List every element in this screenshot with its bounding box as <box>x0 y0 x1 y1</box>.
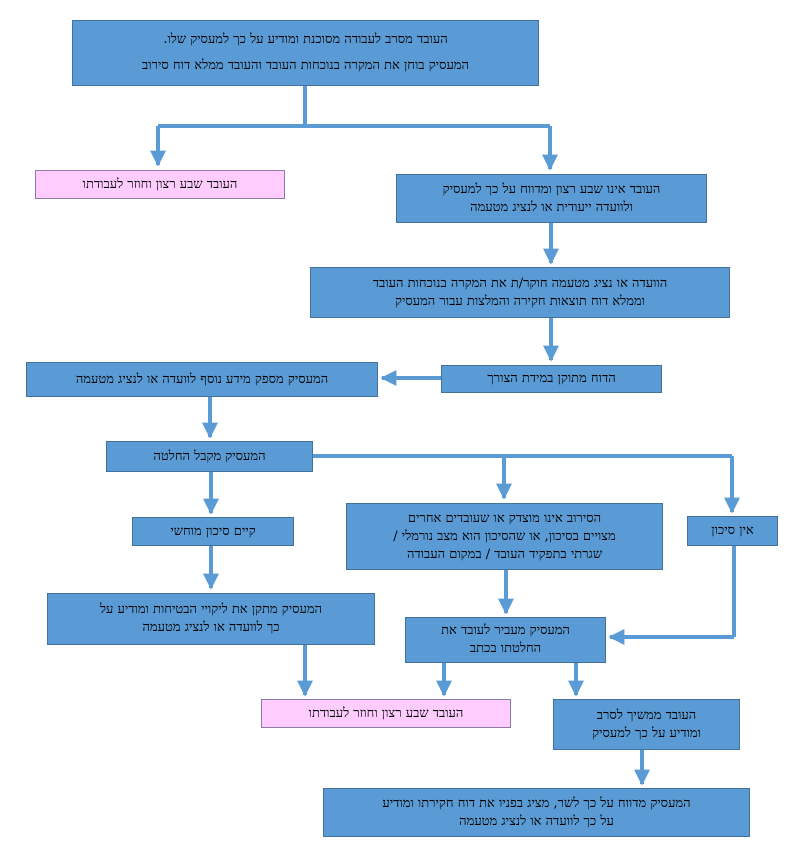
node-no-risk: אין סיכון <box>687 516 778 546</box>
node-start-line2: המעסיק בוחן את המקרה בנוכחות העובד והעוב… <box>142 58 469 73</box>
node-committee-investigates: הוועדה או נציג מטעמה חוקר/ת את המקרה בנו… <box>310 267 730 318</box>
node-refusal-unjustified-line1: הסירוב אינו מוצדק או שעובדים אחרים <box>407 510 602 526</box>
node-refusal-unjustified-line2: מצויים בסיכון, או שהסיכון הוא מצב נורמלי… <box>393 528 616 544</box>
node-real-risk: קיים סיכון מוחשי <box>132 517 294 546</box>
node-employer-notifies: המעסיק מעביר לעובד את החלטתו בכתב <box>405 617 606 663</box>
node-employer-info: המעסיק מספק מידע נוסף לוועדה או לנציג מט… <box>26 362 378 397</box>
node-employer-notifies-line1: המעסיק מעביר לעובד את <box>441 623 570 638</box>
node-employer-decides-line1: המעסיק מקבל החלטה <box>153 448 266 464</box>
node-keeps-refusing-line1: העובד ממשיך לסרב <box>596 707 697 723</box>
node-minister-line1: המעסיק מדווח על כך לשר, מציג בפניו את דו… <box>382 795 691 811</box>
node-start-line1: העובד מסרב לעבודה מסוכנת ומודיע על כך למ… <box>163 32 448 47</box>
node-not-satisfied-line1: העובד אינו שבע רצון ומדווח על כך למעסיק <box>442 181 661 197</box>
node-committee-investigates-line1: הוועדה או נציג מטעמה חוקר/ת את המקרה בנו… <box>372 275 668 291</box>
node-satisfied-top: העובד שבע רצון וחוזר לעבודתו <box>35 170 285 199</box>
node-keeps-refusing: העובד ממשיך לסרב ומודיע על כך למעסיק <box>553 699 740 750</box>
node-minister-line2: על כך לוועדה או לנציג מטעמה <box>459 813 614 829</box>
node-satisfied-top-line1: העובד שבע רצון וחוזר לעבודתו <box>82 176 238 192</box>
node-committee-investigates-line2: וממלא דוח תוצאות חקירה והמלצות עבור המעס… <box>394 293 646 309</box>
node-satisfied-bottom-line1: העובד שבע רצון וחוזר לעבודתו <box>308 705 464 721</box>
node-real-risk-line1: קיים סיכון מוחשי <box>170 523 256 539</box>
node-refusal-unjustified: הסירוב אינו מוצדק או שעובדים אחרים מצויי… <box>346 503 663 570</box>
node-report-corrected-line1: הדוח מתוקן במידת הצורך <box>487 371 616 386</box>
node-not-satisfied: העובד אינו שבע רצון ומדווח על כך למעסיק … <box>396 174 707 223</box>
node-minister: המעסיק מדווח על כך לשר, מציג בפניו את דו… <box>323 788 750 837</box>
node-employer-fixes-line1: המעסיק מתקן את ליקויי הבטיחות ומודיע על <box>99 602 323 617</box>
node-employer-info-line1: המעסיק מספק מידע נוסף לוועדה או לנציג מט… <box>75 371 329 387</box>
node-not-satisfied-line2: ולוועדה ייעודית או לנציג מטעמה <box>470 199 633 215</box>
node-employer-fixes: המעסיק מתקן את ליקויי הבטיחות ומודיע על … <box>47 593 375 645</box>
node-refusal-unjustified-line3: שגרתי בתפקיד העובד / במקום העבודה <box>406 546 603 562</box>
node-employer-decides: המעסיק מקבל החלטה <box>106 441 313 472</box>
node-satisfied-bottom: העובד שבע רצון וחוזר לעבודתו <box>261 699 511 728</box>
node-employer-notifies-line2: החלטתו בכתב <box>469 641 542 656</box>
node-report-corrected: הדוח מתוקן במידת הצורך <box>441 365 662 393</box>
node-no-risk-line1: אין סיכון <box>711 523 754 538</box>
node-keeps-refusing-line2: ומודיע על כך למעסיק <box>592 725 701 741</box>
node-start: העובד מסרב לעבודה מסוכנת ומודיע על כך למ… <box>72 20 539 86</box>
node-employer-fixes-line2: כך לוועדה או לנציג מטעמה <box>142 620 280 635</box>
